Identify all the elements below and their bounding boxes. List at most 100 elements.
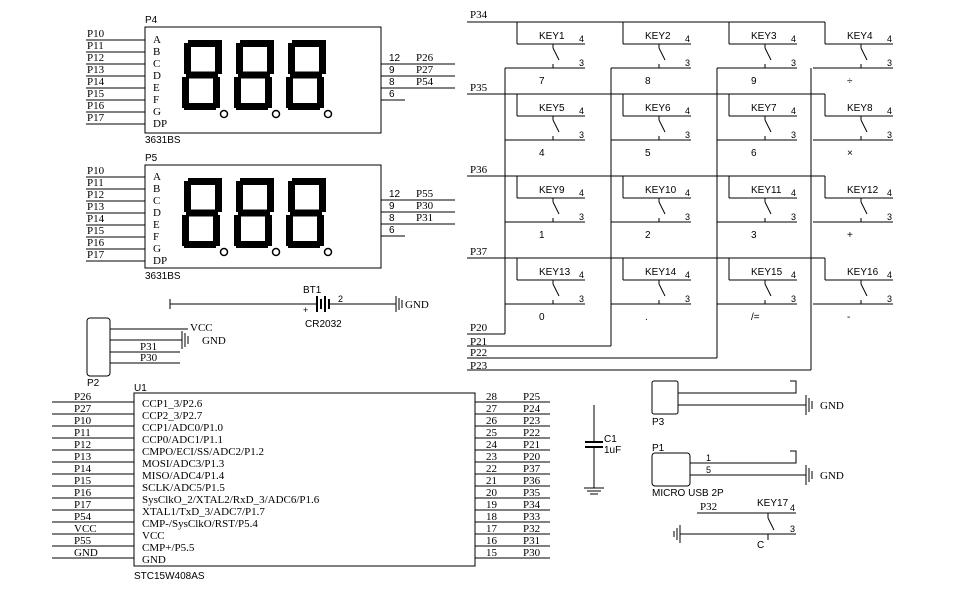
p4-rpin-9: 9 xyxy=(389,65,395,76)
u1-left-func-9: SysClkO_2/XTAL2/RxD_3/ADC6/P1.6 xyxy=(142,494,320,506)
p4-left-wires xyxy=(86,39,145,125)
p5-seg-dp: DP xyxy=(153,255,167,267)
p5-seg-e: E xyxy=(153,219,160,231)
p4-seg-c: C xyxy=(153,58,160,70)
p4-digit3-seg-g xyxy=(290,71,322,79)
key-14: KEY14 4 3. xyxy=(611,258,691,323)
p5-rpin-9: 9 xyxy=(389,201,395,212)
key-3-name: KEY3 xyxy=(751,31,777,42)
u1-left-net-4: P11 xyxy=(74,427,91,439)
u1-right-net-14: P30 xyxy=(523,547,541,559)
p4-seg-d: D xyxy=(153,70,161,82)
p5-digit1-seg-g xyxy=(186,209,218,217)
p5-digit3-seg-a xyxy=(292,178,326,185)
key-13-pin4: 4 xyxy=(579,270,584,280)
p5-pin-a: P10 xyxy=(87,165,105,177)
seven-segment-digits xyxy=(182,40,333,257)
key-14-pin3: 3 xyxy=(685,294,690,304)
keypad-row-p35: P35 xyxy=(470,82,488,94)
u1-right-pin-5: 24 xyxy=(486,439,498,451)
key-9-pin4: 4 xyxy=(579,188,584,198)
p5-part: 3631BS xyxy=(145,271,181,282)
p4-digit1-seg-f xyxy=(184,43,191,74)
u1-left-func-5: CMPO/ECI/SS/ADC2/P1.2 xyxy=(142,446,264,458)
u1-right-net-7: P37 xyxy=(523,463,541,475)
p5-digit3-seg-c xyxy=(317,215,324,246)
c1-ref: C1 xyxy=(604,434,617,445)
p4-digit2-seg-c xyxy=(265,77,272,108)
keypad-col-p21: P21 xyxy=(470,336,487,348)
p5-digit3-seg-g xyxy=(290,209,322,217)
key-4-name: KEY4 xyxy=(847,31,873,42)
key-11-name: KEY11 xyxy=(751,185,782,196)
key-14-label: . xyxy=(645,312,648,323)
p5-right-wires xyxy=(381,199,455,237)
bt1-part: CR2032 xyxy=(305,319,342,330)
seg-display-p5: P5 3631BS P10 P11 P12 P13 P14 P15 P16 P1… xyxy=(86,153,455,282)
key-5-pin3: 3 xyxy=(579,130,584,140)
key-1-label: 7 xyxy=(539,76,545,87)
battery-bt1: BT1 2 + CR2032 GND xyxy=(169,285,429,330)
p5-digit1-seg-d xyxy=(184,241,216,248)
key-2-name: KEY2 xyxy=(645,31,671,42)
p5-net-9: P30 xyxy=(416,200,434,212)
key-7-pin3: 3 xyxy=(791,130,796,140)
u1-left-func-2: CCP2_3/P2.7 xyxy=(142,410,203,422)
p5-pin-d: P13 xyxy=(87,201,105,213)
p4-part: 3631BS xyxy=(145,135,181,146)
p4-pin-e: P14 xyxy=(87,76,105,88)
u1-right-net-6: P20 xyxy=(523,451,541,463)
p4-digit3-seg-a xyxy=(292,40,326,47)
u1-right-pin-2: 27 xyxy=(486,403,498,415)
p4-seg-f: F xyxy=(153,94,159,106)
p4-seg-a: A xyxy=(153,34,161,46)
p4-digit1-dp xyxy=(219,109,229,119)
p4-seg-g: G xyxy=(153,106,161,118)
p1-gnd: GND xyxy=(820,470,844,482)
p5-digit1-seg-e xyxy=(182,215,189,246)
key-14-name: KEY14 xyxy=(645,267,677,278)
key17-pin3: 3 xyxy=(790,524,795,534)
p5-rpin-6: 6 xyxy=(389,225,395,236)
p5-digit3-seg-e xyxy=(286,215,293,246)
key-16-name: KEY16 xyxy=(847,267,879,278)
p5-seg-c: C xyxy=(153,195,160,207)
p4-net-9: P27 xyxy=(416,64,434,76)
key-7-label: 6 xyxy=(751,148,757,159)
u1-left-net-5: P12 xyxy=(74,439,91,451)
u1-right-pin-3: 26 xyxy=(486,415,498,427)
key-16-label: - xyxy=(847,312,850,323)
u1-right-pin-9: 20 xyxy=(486,487,498,499)
key-10-pin4: 4 xyxy=(685,188,690,198)
p4-pin-f: P15 xyxy=(87,88,105,100)
u1-left-net-10: P17 xyxy=(74,499,92,511)
p5-pin-g: P16 xyxy=(87,237,105,249)
keypad-col-p20: P20 xyxy=(470,322,488,334)
u1-left-func-14: GND xyxy=(142,554,166,566)
u1-left-func-12: VCC xyxy=(142,530,165,542)
key-2-label: 8 xyxy=(645,76,651,87)
u1-right-pin-13: 16 xyxy=(486,535,498,547)
p2-body xyxy=(86,317,111,377)
connector-p3: P3 GND xyxy=(651,380,844,428)
p4-pin-d: P13 xyxy=(87,64,105,76)
key-1-pin3: 3 xyxy=(579,58,584,68)
key-1-name: KEY1 xyxy=(539,31,565,42)
key-14-pin4: 4 xyxy=(685,270,690,280)
u1-left-func-1: CCP1_3/P2.6 xyxy=(142,398,203,410)
p4-digit2-seg-a xyxy=(240,40,274,47)
u1-right-pin-7: 22 xyxy=(486,463,497,475)
p4-net-8: P54 xyxy=(416,76,434,88)
p5-rpin-12: 12 xyxy=(389,189,401,200)
u1-right-net-4: P22 xyxy=(523,427,540,439)
key17-pin4: 4 xyxy=(790,503,795,513)
key-12-name: KEY12 xyxy=(847,185,879,196)
